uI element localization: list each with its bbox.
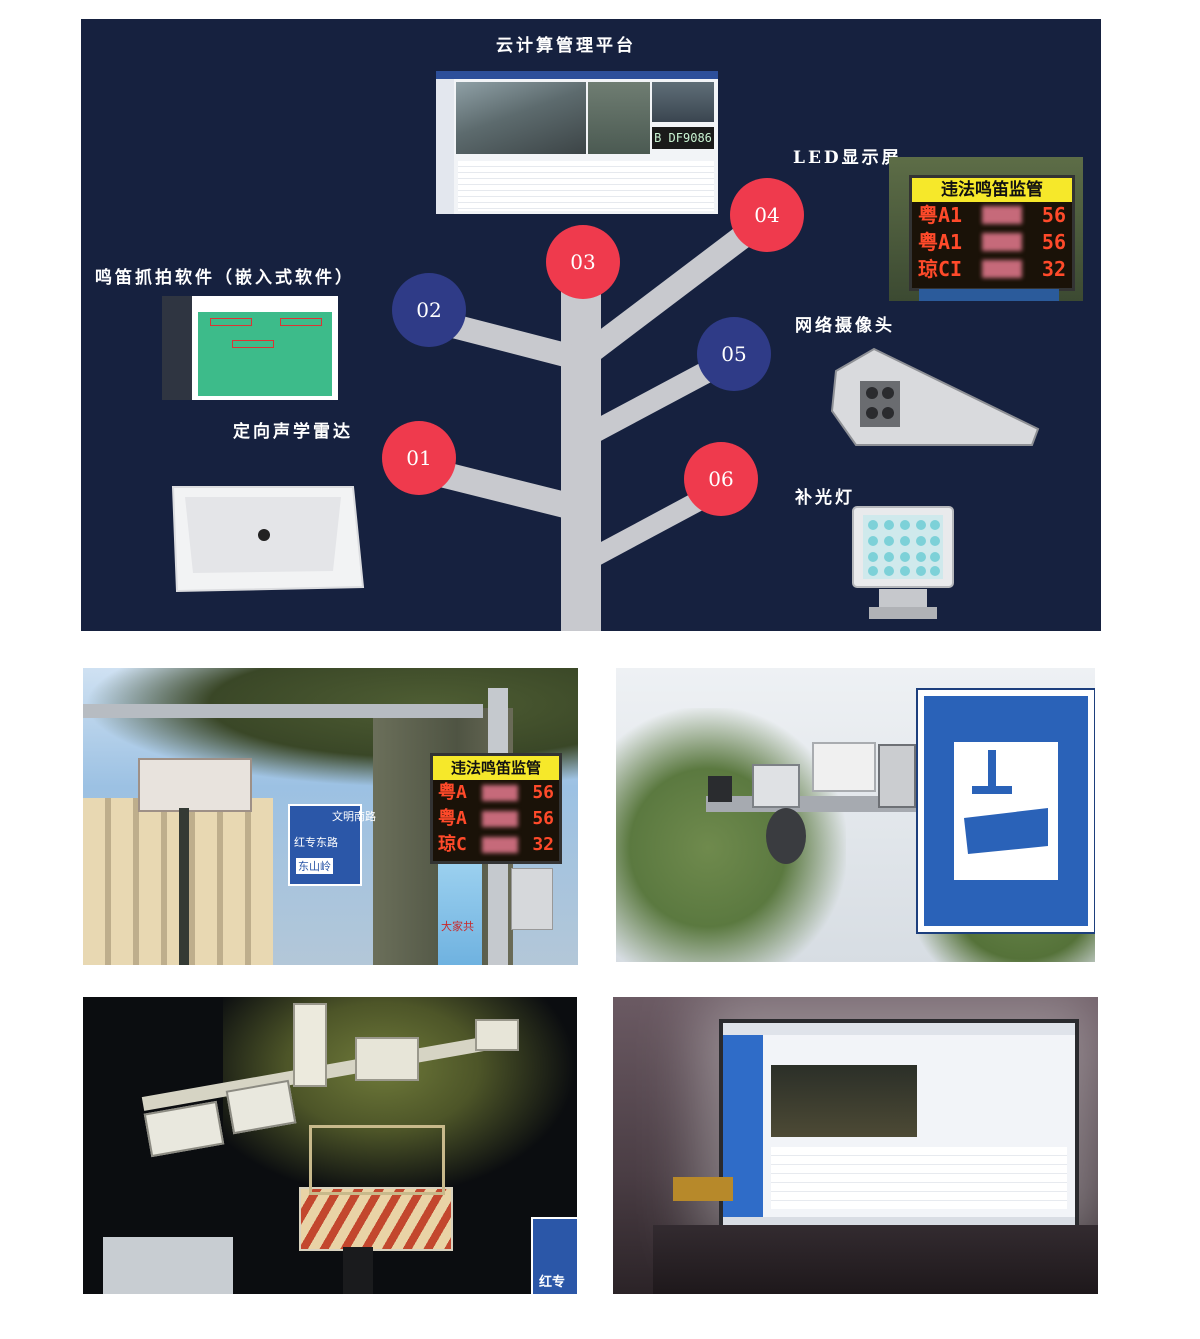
node-05: 05 bbox=[697, 317, 771, 391]
road-sign-line: 文明南路 bbox=[332, 810, 376, 823]
surveillance-sign bbox=[918, 690, 1094, 932]
acoustic-radar-photo bbox=[163, 467, 365, 597]
software-label: 鸣笛抓拍软件（嵌入式软件） bbox=[95, 268, 355, 288]
led-sign-header: 违法鸣笛监管 bbox=[433, 756, 559, 780]
network-camera-label: 网络摄像头 bbox=[795, 316, 895, 336]
laptop-software-photo bbox=[613, 997, 1098, 1294]
street-sign: 红专 bbox=[531, 1217, 577, 1294]
fill-light-label: 补光灯 bbox=[795, 488, 855, 508]
banner-text: 大家共 bbox=[441, 920, 474, 933]
fill-light-photo bbox=[849, 503, 957, 623]
cloud-platform-screenshot: B DF9086 bbox=[436, 71, 718, 214]
node-06: 06 bbox=[684, 442, 758, 516]
software-screenshot bbox=[162, 296, 338, 400]
license-plate: B DF9086 bbox=[652, 127, 714, 149]
network-camera-photo bbox=[826, 341, 1046, 451]
camera-pole-photo bbox=[616, 668, 1095, 962]
node-03: 03 bbox=[546, 225, 620, 299]
road-sign-line: 红专东路 bbox=[294, 836, 338, 849]
laptop-screen bbox=[719, 1019, 1079, 1233]
road-sign: 文明南路 红专东路 东山岭 bbox=[288, 804, 376, 886]
acoustic-radar-label: 定向声学雷达 bbox=[233, 422, 353, 442]
led-sign-header: 违法鸣笛监管 bbox=[912, 178, 1072, 202]
street-sign-text: 红专 bbox=[539, 1275, 566, 1290]
led-display-label: LED显示屏 bbox=[793, 148, 902, 168]
tree-graphic bbox=[417, 209, 774, 631]
node-02: 02 bbox=[392, 273, 466, 347]
banner bbox=[438, 864, 482, 965]
cloud-platform-label: 云计算管理平台 bbox=[496, 36, 636, 56]
node-01: 01 bbox=[382, 421, 456, 495]
install-photo-night: 红专 bbox=[83, 997, 577, 1294]
node-04: 04 bbox=[730, 178, 804, 252]
road-sign-line: 东山岭 bbox=[296, 858, 333, 874]
